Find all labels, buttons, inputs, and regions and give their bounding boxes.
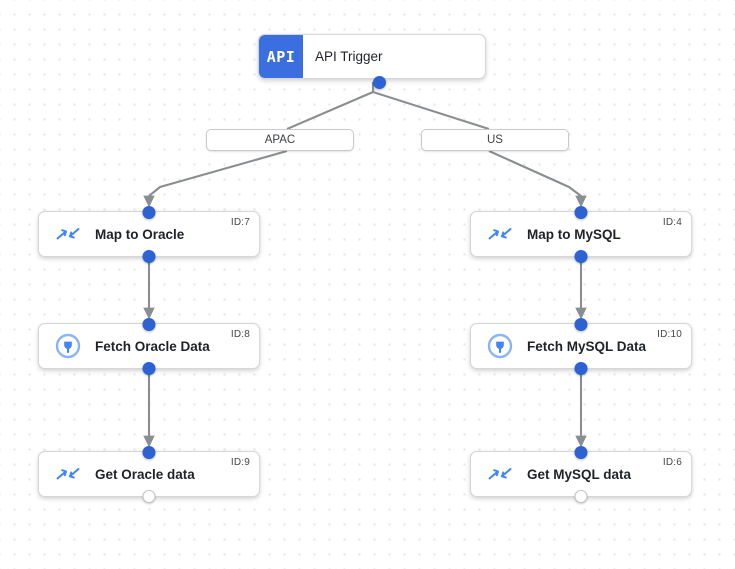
port-output-api-trigger[interactable] xyxy=(373,75,386,89)
node-map-to-mysql[interactable]: Map to MySQL ID:4 xyxy=(470,205,692,263)
api-badge-icon: API xyxy=(259,35,303,78)
plug-circle-icon xyxy=(485,331,515,361)
node-title: Get Oracle data xyxy=(95,466,195,482)
edge-trigger-to-apac xyxy=(286,91,374,130)
map-arrows-icon xyxy=(53,219,83,249)
branch-label-apac[interactable]: APAC xyxy=(206,129,354,151)
port-input[interactable] xyxy=(142,445,156,459)
port-output[interactable] xyxy=(574,361,588,375)
node-title: Fetch MySQL Data xyxy=(527,338,647,354)
port-output[interactable] xyxy=(142,361,156,375)
port-input[interactable] xyxy=(574,445,588,459)
port-input[interactable] xyxy=(574,205,588,219)
node-id-badge: ID:7 xyxy=(230,217,250,228)
branch-label-text: US xyxy=(487,134,503,146)
node-get-oracle-data[interactable]: Get Oracle data ID:9 xyxy=(38,445,260,503)
port-output[interactable] xyxy=(142,489,156,503)
node-map-to-oracle[interactable]: Map to Oracle ID:7 xyxy=(38,205,260,263)
node-id-badge: ID:10 xyxy=(657,329,682,340)
port-output[interactable] xyxy=(574,249,588,263)
port-input[interactable] xyxy=(142,317,156,331)
map-arrows-icon xyxy=(485,219,515,249)
port-input[interactable] xyxy=(142,205,156,219)
node-title: Map to MySQL xyxy=(527,226,621,242)
node-title: API Trigger xyxy=(315,49,383,64)
edge-trigger-to-us xyxy=(372,90,490,131)
map-arrows-icon xyxy=(53,459,83,489)
node-title: Get MySQL data xyxy=(527,466,632,482)
port-output[interactable] xyxy=(574,489,588,503)
port-output[interactable] xyxy=(142,249,156,263)
branch-label-text: APAC xyxy=(264,134,296,146)
node-id-badge: ID:9 xyxy=(230,457,250,468)
edge-apac-to-map-oracle xyxy=(143,149,288,208)
node-title: Map to Oracle xyxy=(95,226,185,242)
node-get-mysql-data[interactable]: Get MySQL data ID:6 xyxy=(470,445,692,503)
node-id-badge: ID:6 xyxy=(662,457,682,468)
plug-circle-icon xyxy=(53,331,83,361)
node-id-badge: ID:4 xyxy=(662,217,682,228)
map-arrows-icon xyxy=(485,459,515,489)
node-api-trigger[interactable]: API API Trigger xyxy=(258,34,486,79)
branch-label-us[interactable]: US xyxy=(421,129,569,151)
node-id-badge: ID:8 xyxy=(230,329,250,340)
node-fetch-mysql-data[interactable]: Fetch MySQL Data ID:10 xyxy=(470,317,692,375)
node-title: Fetch Oracle Data xyxy=(95,338,210,354)
node-fetch-oracle-data[interactable]: Fetch Oracle Data ID:8 xyxy=(38,317,260,375)
port-input[interactable] xyxy=(574,317,588,331)
edge-us-to-map-mysql xyxy=(488,150,587,208)
